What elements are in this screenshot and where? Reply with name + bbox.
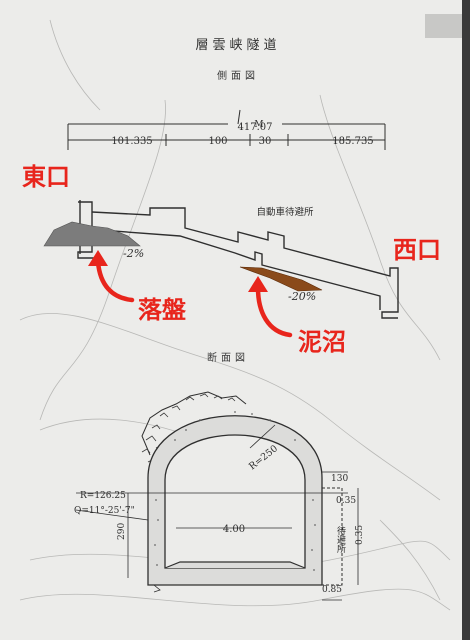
floor-slab bbox=[164, 561, 306, 569]
dim-seg1: 101.335 bbox=[111, 136, 152, 147]
section-refuge-label: 待避所 bbox=[335, 525, 346, 554]
dim-seg2: 100 bbox=[208, 136, 227, 147]
rock-outline bbox=[141, 391, 247, 456]
page-edge bbox=[462, 0, 470, 640]
section-height: 290 bbox=[117, 523, 127, 540]
section-dimension-lines bbox=[75, 424, 359, 601]
annotation-arrows bbox=[95, 259, 293, 338]
west-portal-label: 西口 bbox=[393, 236, 441, 264]
passing-place-label: 自動車待避所 bbox=[256, 206, 314, 218]
dim-total-unit: M bbox=[254, 120, 263, 130]
section-dim-035a: 0.35 bbox=[336, 496, 356, 506]
section-radius-small: R=126.25 bbox=[80, 491, 126, 501]
inner-opening bbox=[164, 434, 306, 569]
grade-right: -20% bbox=[288, 290, 316, 303]
dim-seg3: 30 bbox=[259, 136, 272, 147]
section-view-label: 断面図 bbox=[207, 351, 249, 364]
dim-total: 417.07 bbox=[238, 122, 273, 133]
annotation-arrowheads bbox=[88, 250, 268, 292]
cut-mark bbox=[152, 584, 162, 593]
concrete-stipple bbox=[154, 411, 316, 571]
grade-left: -2% bbox=[123, 247, 144, 260]
cross-section bbox=[75, 391, 359, 601]
section-dim-035b: 0.35 bbox=[355, 525, 365, 545]
rubble-rockfall bbox=[43, 221, 141, 247]
mud-deposit bbox=[239, 266, 323, 292]
dim-seg4: 185.735 bbox=[332, 136, 373, 147]
section-dim-130: 130 bbox=[331, 474, 348, 484]
east-portal-label: 東口 bbox=[22, 163, 70, 191]
mud-label: 泥沼 bbox=[298, 328, 346, 356]
side-view-label: 側面図 bbox=[217, 69, 259, 82]
diagram-title: 層雲峡隧道 bbox=[195, 37, 280, 53]
refuge-niche bbox=[322, 487, 343, 586]
scan-edge-top bbox=[425, 14, 462, 38]
background-contours bbox=[19, 19, 451, 611]
section-width: 4.00 bbox=[223, 524, 245, 535]
rockfall-label: 落盤 bbox=[138, 296, 187, 324]
dimension-line bbox=[67, 109, 386, 150]
section-dim-085: 0.85 bbox=[322, 585, 342, 595]
section-angle: Q=11°-25'-7" bbox=[74, 506, 135, 516]
